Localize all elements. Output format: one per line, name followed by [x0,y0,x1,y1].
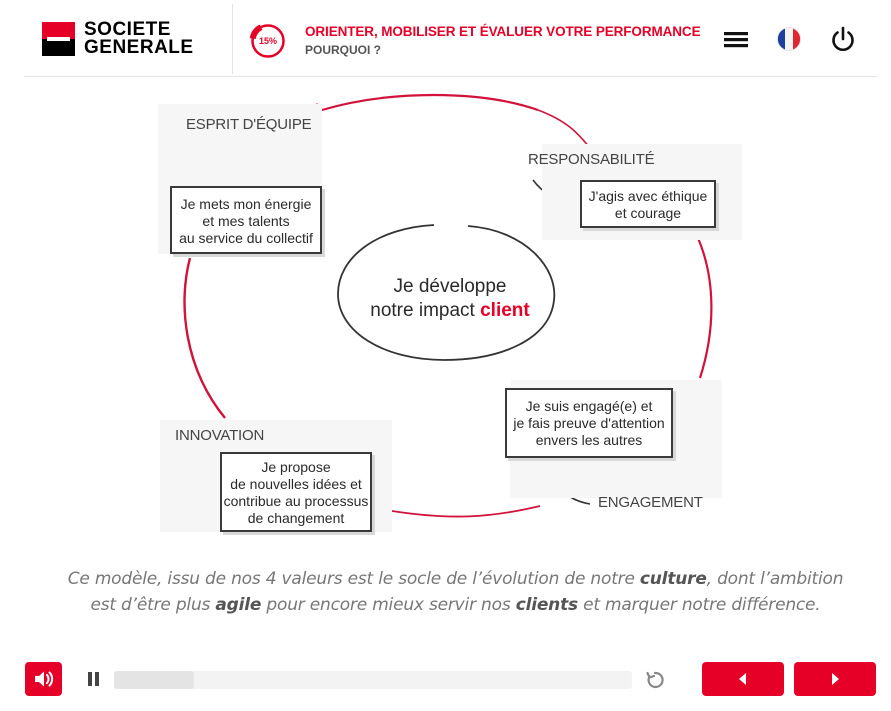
logo-text: SOCIETE GENERALE [84,21,194,57]
value-text-line: envers les autres [507,432,671,449]
value-text-line: Je mets mon énergie [172,196,320,213]
societe-generale-logo: SOCIETE GENERALE [42,22,214,56]
center-statement: Je développe notre impact client [350,275,550,323]
value-label-responsibility: RESPONSABILITÉ [528,151,654,168]
center-highlight-client: client [480,300,530,321]
value-label-engagement: ENGAGEMENT [598,494,703,511]
replay-button[interactable] [644,669,666,691]
header-rule [24,76,877,77]
next-button[interactable] [794,662,876,696]
value-text-line: de nouvelles idées et [222,476,370,493]
caption-emphasis-agile: agile [215,595,261,615]
value-label-innovation: INNOVATION [175,427,264,444]
caption-text: Ce modèle, issu de nos 4 valeurs est le … [60,566,851,618]
value-box-innovation: Je propose de nouvelles idées et contrib… [220,452,372,532]
speaker-icon [25,662,62,696]
power-icon [826,22,860,56]
progress-percent: 15% [249,22,287,60]
value-text-line: contribue au processus [222,493,370,510]
pause-button[interactable] [84,669,104,689]
playback-progress-fill [114,671,194,689]
value-text-line: de changement [222,510,370,527]
center-line-2-text: notre impact [370,300,480,321]
course-progress-indicator: 15% [249,22,287,60]
caption-part: pour encore mieux servir nos [261,595,516,615]
brand-line-2: GENERALE [84,39,194,57]
value-text-line: et courage [582,205,714,222]
center-line-2: notre impact client [350,299,550,323]
header: SOCIETE GENERALE 15% ORIENTER, MOBILISER… [0,0,891,77]
pause-icon [84,669,104,689]
value-box-responsibility: J'agis avec éthique et courage [580,180,716,228]
quit-button[interactable] [826,22,860,56]
module-subtitle: POURQUOI ? [305,43,381,57]
values-cycle-diagram: ESPRIT D'ÉQUIPE Je mets mon énergie et m… [150,88,750,540]
language-button[interactable] [772,22,806,56]
value-box-engagement: Je suis engagé(e) et je fais preuve d'at… [505,388,673,458]
value-text-line: au service du collectif [172,230,320,247]
value-box-team-spirit: Je mets mon énergie et mes talents au se… [170,186,322,254]
value-text-line: Je propose [222,459,370,476]
logo-mark [42,22,75,56]
caption-part: et marquer notre différence. [578,595,821,615]
value-label-team-spirit: ESPRIT D'ÉQUIPE [186,116,311,133]
center-line-1: Je développe [350,275,550,299]
value-text-line: je fais preuve d'attention [507,415,671,432]
hamburger-menu-icon [719,22,753,56]
caption-emphasis-clients: clients [516,595,578,615]
playback-progress-bar[interactable] [114,671,632,689]
previous-button[interactable] [702,662,784,696]
module-title: ORIENTER, MOBILISER ET ÉVALUER VOTRE PER… [305,24,700,39]
french-flag-icon [772,22,806,56]
caption-part: Ce modèle, issu de nos 4 valeurs est le … [68,569,640,589]
header-divider [232,4,233,74]
value-text-line: et mes talents [172,213,320,230]
player-bar [0,655,891,711]
value-text-line: Je suis engagé(e) et [507,398,671,415]
value-text-line: J'agis avec éthique [582,188,714,205]
menu-button[interactable] [719,22,753,56]
caret-right-icon [794,662,876,696]
sound-toggle-button[interactable] [25,662,62,696]
caret-left-icon [702,662,784,696]
caption-emphasis-culture: culture [640,569,707,589]
replay-icon [644,669,666,691]
